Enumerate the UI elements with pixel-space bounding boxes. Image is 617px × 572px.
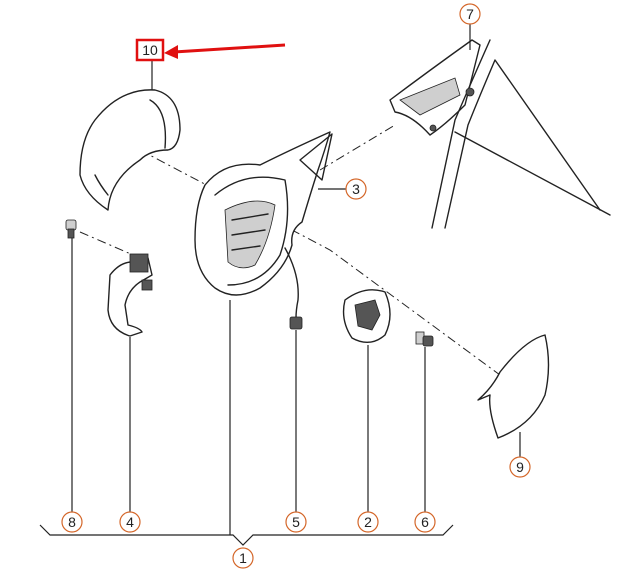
leader-lines: [71, 24, 521, 535]
callout-4-label: 4: [126, 514, 134, 530]
mirror-housing-part: [194, 131, 333, 296]
callout-10: 10: [135, 38, 165, 62]
callout-2: 2: [357, 511, 379, 533]
assembly-axis-lines: [79, 124, 501, 376]
assembly-bracket: [39, 524, 454, 546]
cable-harness-part: [284, 247, 303, 330]
callout-2-label: 2: [364, 514, 372, 530]
callout-6-label: 6: [421, 514, 429, 530]
highlight-arrow: [164, 43, 286, 59]
callout-8-label: 8: [68, 514, 76, 530]
callout-4: 4: [119, 511, 141, 533]
clip-part: [415, 331, 434, 347]
callout-6: 6: [414, 511, 436, 533]
callout-8: 8: [61, 511, 83, 533]
callout-3-label: 3: [352, 181, 360, 197]
bracket-part: [107, 253, 153, 337]
callout-9: 9: [509, 456, 531, 478]
callout-7: 7: [459, 3, 481, 25]
callout-10-label: 10: [142, 42, 158, 58]
callout-5-label: 5: [292, 514, 300, 530]
screw-part: [65, 219, 77, 239]
callout-1-label: 1: [239, 550, 247, 566]
callout-9-label: 9: [516, 459, 524, 475]
callout-5: 5: [285, 511, 307, 533]
callout-1: 1: [232, 547, 254, 569]
callout-7-label: 7: [466, 6, 474, 22]
callout-3: 3: [345, 178, 367, 200]
door-frame-part: [389, 39, 611, 229]
mirror-cap-part: [79, 89, 181, 211]
mirror-glass-part: [477, 334, 550, 439]
adjuster-motor-part: [342, 289, 391, 343]
